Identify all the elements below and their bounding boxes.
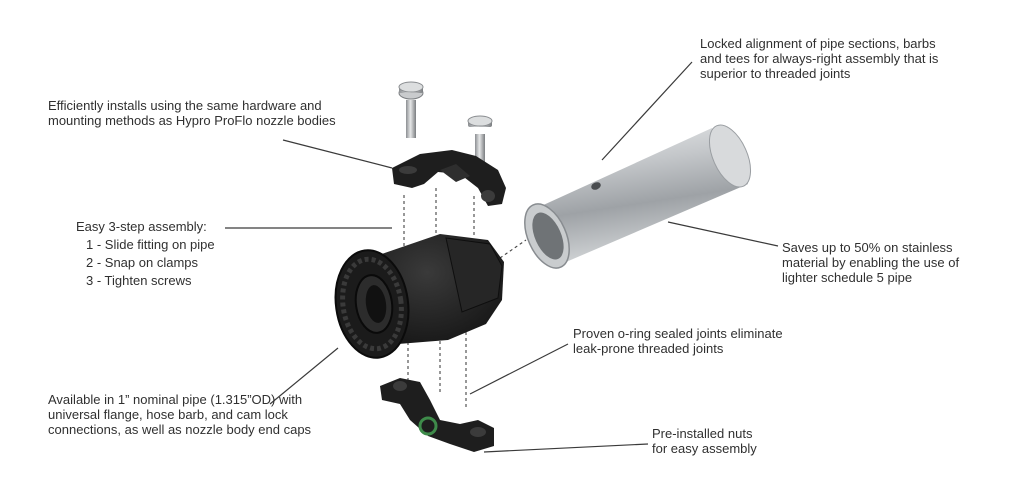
callout-hardware-line: mounting methods as Hypro ProFlo nozzle … (48, 113, 336, 128)
callout-availability-line: universal flange, hose barb, and cam loc… (48, 407, 288, 422)
callout-nuts-line: Pre-installed nuts (652, 426, 753, 441)
leader-oring (469, 343, 569, 395)
left-screw (398, 81, 424, 138)
assembly-heading: Easy 3-step assembly: (76, 219, 207, 234)
callout-availability: Available in 1” nominal pipe (1.315”OD) … (48, 392, 311, 437)
fitting-body (334, 234, 504, 359)
leader-alignment (601, 61, 693, 161)
callout-alignment: Locked alignment of pipe sections, barbs… (700, 36, 938, 81)
callout-alignment-line: and tees for always-right assembly that … (700, 51, 939, 66)
leader-hardware (282, 139, 393, 169)
lower-clamp (380, 378, 494, 452)
leader-savings (667, 221, 779, 247)
assembly-step: 3 - Tighten screws (86, 273, 192, 288)
callout-oring-line: leak-prone threaded joints (573, 341, 724, 356)
callout-oring: Proven o-ring sealed joints eliminate le… (573, 326, 783, 356)
upper-clamp (392, 150, 506, 206)
callout-savings: Saves up to 50% on stainless material by… (782, 240, 959, 285)
leader-nuts (483, 443, 649, 453)
callout-savings-line: lighter schedule 5 pipe (782, 270, 913, 285)
callout-nuts: Pre-installed nuts for easy assembly (652, 426, 757, 456)
callout-nuts-line: for easy assembly (652, 441, 757, 456)
callout-savings-line: Saves up to 50% on stainless (782, 240, 953, 255)
assembly-step: 2 - Snap on clamps (86, 255, 199, 270)
callout-hardware-line: Efficiently installs using the same hard… (48, 98, 322, 113)
callout-savings-line: material by enabling the use of (782, 255, 960, 270)
leader-lines (225, 61, 779, 453)
callout-availability-line: Available in 1” nominal pipe (1.315”OD) … (48, 392, 303, 407)
callout-oring-line: Proven o-ring sealed joints eliminate (573, 326, 783, 341)
callout-assembly: Easy 3-step assembly: 1 - Slide fitting … (76, 218, 215, 290)
right-screw (467, 115, 493, 172)
callout-alignment-line: Locked alignment of pipe sections, barbs (700, 36, 936, 51)
o-ring (418, 416, 438, 436)
assembly-step: 1 - Slide fitting on pipe (86, 237, 215, 252)
callout-alignment-line: superior to threaded joints (700, 66, 851, 81)
callout-availability-line: connections, as well as nozzle body end … (48, 422, 312, 437)
stainless-pipe (524, 124, 752, 269)
callout-hardware: Efficiently installs using the same hard… (48, 98, 336, 128)
leader-availability (269, 347, 339, 405)
